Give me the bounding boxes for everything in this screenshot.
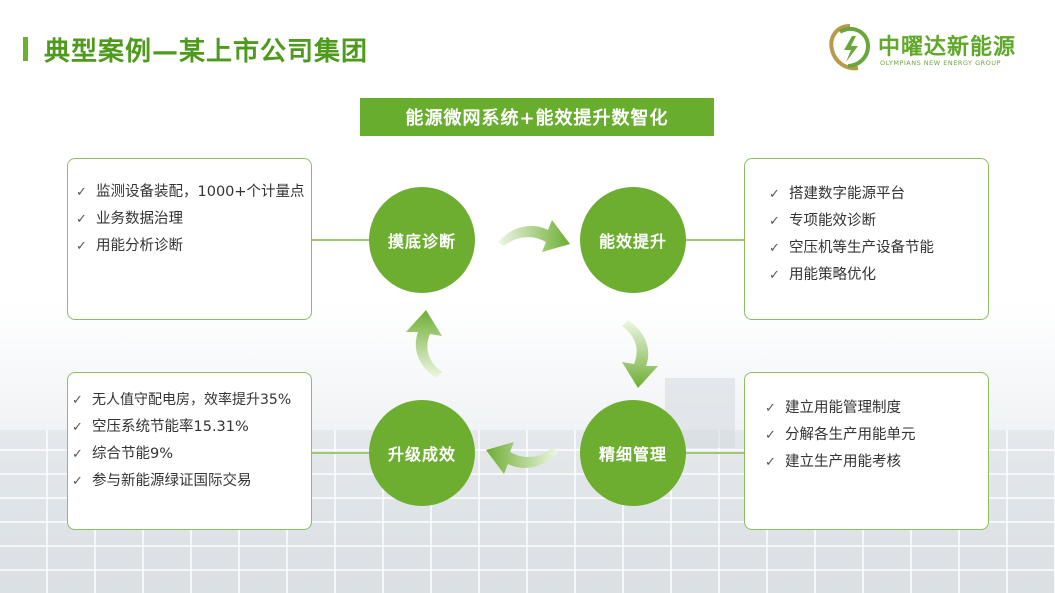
list-item-text: 专项能效诊断 xyxy=(789,213,876,229)
list-item-text: 空压系统节能率15.31% xyxy=(92,419,249,435)
title-accent-bar xyxy=(23,37,28,61)
logo-name: 中曜达新能源 xyxy=(878,35,1017,60)
connector-bottom-right xyxy=(684,452,746,454)
box-management: ✓ 建立用能管理制度 ✓ 分解各生产用能单元 ✓ 建立生产用能考核 xyxy=(744,372,989,530)
page-title: 典型案例—某上市公司集团 xyxy=(44,37,369,67)
list-item: ✓ 业务数据治理 xyxy=(68,206,311,233)
check-icon: ✓ xyxy=(72,393,83,408)
curved-arrow-icon xyxy=(498,220,570,252)
connector-top-right xyxy=(684,239,746,241)
list-item: ✓ 参与新能源绿证国际交易 xyxy=(68,468,311,495)
connector-bottom-left xyxy=(311,452,373,454)
list-item: ✓ 搭建数字能源平台 xyxy=(761,181,988,208)
logo-subtitle: OLYMPIANS NEW ENERGY GROUP xyxy=(880,59,1001,67)
step-management: 精细管理 xyxy=(580,400,686,506)
curved-arrow-icon xyxy=(406,310,442,378)
list-item-text: 参与新能源绿证国际交易 xyxy=(92,473,252,489)
list-item-text: 用能策略优化 xyxy=(789,267,876,283)
list-item-text: 业务数据治理 xyxy=(96,211,183,227)
curved-arrow-icon xyxy=(486,442,558,474)
list-item: ✓ 综合节能9% xyxy=(68,441,311,468)
list-item-text: 搭建数字能源平台 xyxy=(789,186,905,202)
list-item: ✓ 专项能效诊断 xyxy=(761,208,988,235)
list-item-text: 综合节能9% xyxy=(92,446,174,462)
check-icon: ✓ xyxy=(72,474,83,489)
list-item: ✓ 无人值守配电房，效率提升35% xyxy=(68,387,311,414)
curved-arrow-icon xyxy=(622,320,658,388)
box-results: ✓无人值守配电房，效率提升35% ✓空压系统节能率15.31% ✓综合节能9% … xyxy=(67,372,312,530)
step-upgrade: 升级成效 xyxy=(369,400,475,506)
list-item: ✓ 用能分析诊断 xyxy=(68,233,311,260)
list-item: ✓ 用能策略优化 xyxy=(761,262,988,289)
check-icon: ✓ xyxy=(769,241,780,256)
company-logo: 中曜达新能源 OLYMPIANS NEW ENERGY GROUP xyxy=(826,22,1026,76)
list-item-text: 监测设备装配，1000+个计量点 xyxy=(96,184,305,200)
list-item: ✓ 建立用能管理制度 xyxy=(757,395,988,422)
check-icon: ✓ xyxy=(76,212,87,227)
box-diagnosis: ✓ 监测设备装配，1000+个计量点 ✓ 业务数据治理 ✓ 用能分析诊断 xyxy=(67,158,312,320)
step-efficiency: 能效提升 xyxy=(580,187,686,293)
logo-icon xyxy=(829,24,871,71)
list-item-text: 建立用能管理制度 xyxy=(785,400,901,416)
list-item-text: 建立生产用能考核 xyxy=(785,454,901,470)
check-icon: ✓ xyxy=(765,428,776,443)
list-item: ✓ 分解各生产用能单元 xyxy=(757,422,988,449)
list-item-text: 空压机等生产设备节能 xyxy=(789,240,934,256)
check-icon: ✓ xyxy=(72,420,83,435)
check-icon: ✓ xyxy=(76,239,87,254)
list-item: ✓ 监测设备装配，1000+个计量点 xyxy=(68,179,311,206)
list-item-text: 用能分析诊断 xyxy=(96,238,183,254)
connector-top-left xyxy=(311,239,373,241)
check-icon: ✓ xyxy=(769,214,780,229)
list-item: ✓ 空压机等生产设备节能 xyxy=(761,235,988,262)
list-item: ✓ 建立生产用能考核 xyxy=(757,449,988,476)
check-icon: ✓ xyxy=(76,185,87,200)
section-banner: 能源微网系统+能效提升数智化 xyxy=(360,98,714,136)
check-icon: ✓ xyxy=(765,455,776,470)
box-efficiency: ✓ 搭建数字能源平台 ✓ 专项能效诊断 ✓ 空压机等生产设备节能 ✓ 用能策略优化 xyxy=(744,158,989,320)
list-item-text: 分解各生产用能单元 xyxy=(785,427,916,443)
check-icon: ✓ xyxy=(72,447,83,462)
list-item-text: 无人值守配电房，效率提升35% xyxy=(92,392,292,408)
check-icon: ✓ xyxy=(765,401,776,416)
step-diagnosis: 摸底诊断 xyxy=(369,187,475,293)
list-item: ✓ 空压系统节能率15.31% xyxy=(68,414,311,441)
check-icon: ✓ xyxy=(769,268,780,283)
check-icon: ✓ xyxy=(769,187,780,202)
